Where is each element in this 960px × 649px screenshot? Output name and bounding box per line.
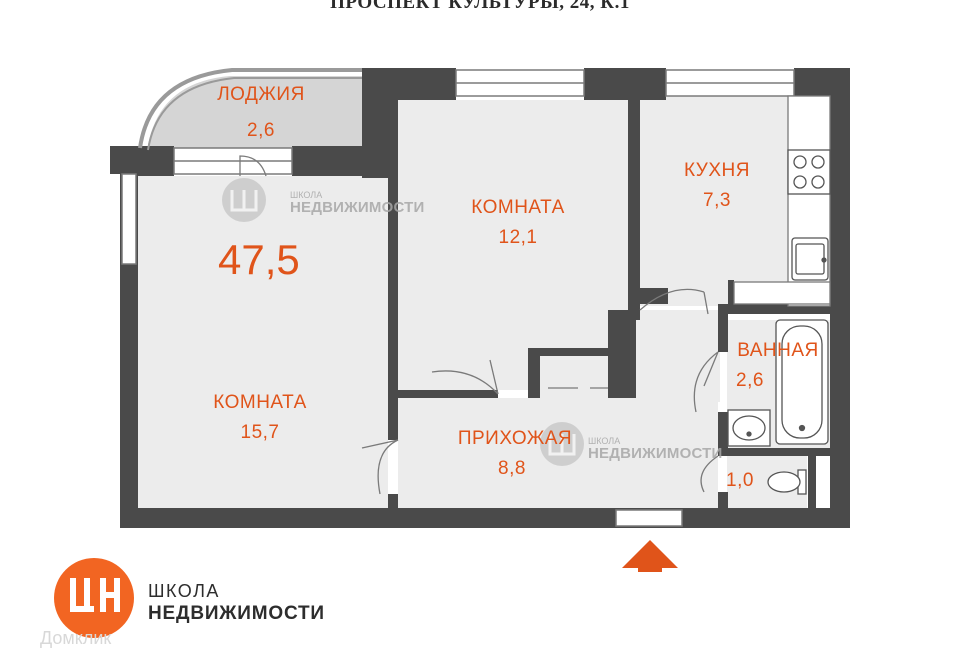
door-room-left-leaf — [361, 439, 399, 449]
wall-bath-lower — [718, 412, 728, 448]
room-left-area: 15,7 — [240, 422, 280, 443]
loggia-rail-inner — [147, 77, 362, 151]
watermark-top-line1: ШКОЛА — [290, 190, 323, 200]
loggia-rail — [138, 68, 362, 149]
wall-closet-left — [528, 348, 540, 398]
floor-room-left — [138, 176, 388, 508]
wall-bath-toilet — [718, 448, 830, 456]
doors — [239, 155, 719, 495]
wall-shaft-left — [728, 280, 734, 310]
room-kitchen-name: КУХНЯ — [684, 160, 750, 181]
wall-center-bottom-left — [388, 390, 498, 398]
logo-icon — [54, 558, 134, 638]
wall-shaft-toilet — [808, 456, 816, 508]
wall-center-kitchen — [628, 100, 640, 320]
room-kitchen-area: 7,3 — [703, 190, 731, 211]
wall-right — [830, 68, 850, 528]
door-kitchen-leaf — [703, 291, 709, 315]
room-loggia: ЛОДЖИЯ 2,6 — [196, 80, 326, 146]
door-room-center-leaf — [489, 359, 499, 395]
door-room-center-arc — [431, 370, 499, 395]
room-loggia-name: ЛОДЖИЯ — [217, 84, 305, 105]
room-kitchen: КУХНЯ 7,3 — [660, 156, 774, 216]
room-left: КОМНАТА 15,7 — [190, 388, 330, 448]
door-bath-leaf — [703, 351, 719, 387]
entrance-door — [615, 509, 683, 527]
sink-icon — [791, 237, 829, 281]
door-bath-arc — [693, 351, 719, 413]
room-hallway-name: ПРИХОЖАЯ — [457, 428, 573, 449]
room-center: КОМНАТА 12,1 — [448, 193, 588, 253]
wall-toilet-lower — [718, 492, 728, 508]
watermark-bottom: ШКОЛА НЕДВИЖИМОСТИ — [588, 436, 722, 462]
toilet-icon — [767, 469, 807, 495]
footer-watermark: Домклик — [40, 628, 112, 648]
brand-line1: ШКОЛА — [148, 581, 220, 601]
brand-name: ШКОЛА НЕДВИЖИМОСТИ — [148, 580, 325, 626]
door-kitchen-arc — [639, 288, 705, 311]
watermark-top: ШКОЛА НЕДВИЖИМОСТИ — [290, 190, 424, 216]
room-bathroom: ВАННАЯ 2,6 — [726, 336, 830, 396]
room-loggia-area: 2,6 — [247, 120, 275, 141]
wall-kitchen-bottom — [718, 304, 830, 314]
room-left-name: КОМНАТА — [213, 392, 307, 413]
wall-bath-upper — [718, 312, 728, 352]
door-room-left-arc — [377, 439, 399, 495]
wall-top-center-left — [362, 68, 456, 100]
watermark-bottom-line1: ШКОЛА — [588, 436, 621, 446]
bathtub-icon — [775, 319, 829, 445]
room-center-area: 12,1 — [498, 227, 538, 248]
kitchen-niche — [733, 281, 831, 305]
windows — [121, 69, 795, 527]
total-area: 47,5 — [218, 236, 300, 283]
room-center-name: КОМНАТА — [471, 197, 565, 218]
wall-room-left-upper — [388, 398, 398, 440]
floor-hallway — [398, 398, 718, 508]
bath-sink — [727, 409, 771, 447]
entrance-arrow-icon — [622, 540, 678, 572]
watermark-bottom-line2: НЕДВИЖИМОСТИ — [588, 445, 723, 462]
wall-left-center — [388, 100, 398, 390]
wall-top-center-right — [584, 68, 666, 100]
wall-top-left — [292, 146, 388, 176]
floor-loggia — [148, 76, 362, 150]
stove-icon — [787, 149, 831, 195]
room-toilet: 1,0 — [718, 466, 762, 496]
room-hallway: ПРИХОЖАЯ 8,8 — [440, 424, 590, 484]
wall-closet-top — [528, 348, 628, 356]
room-hallway-area: 8,8 — [498, 458, 526, 479]
door-loggia-arc — [239, 155, 267, 177]
window-left — [121, 173, 137, 265]
room-toilet-area: 1,0 — [726, 470, 754, 491]
door-toilet-arc — [700, 455, 719, 493]
plan-title: ПРОСПЕКТ КУЛЬТУРЫ, 24, К.1 — [330, 0, 630, 13]
room-bathroom-area: 2,6 — [736, 370, 764, 391]
wall-kitchen-stub — [638, 288, 668, 304]
watermark-top-line2: НЕДВИЖИМОСТИ — [290, 199, 425, 216]
watermark-logo-icon — [222, 178, 584, 466]
brand-line2: НЕДВИЖИМОСТИ — [148, 603, 325, 624]
wall-top-left-start — [138, 146, 174, 176]
kitchen-fixtures — [733, 95, 831, 307]
wall-bottom — [120, 508, 850, 528]
wall-room-left-lower — [388, 494, 398, 508]
room-bathroom-name: ВАННАЯ — [737, 340, 819, 361]
